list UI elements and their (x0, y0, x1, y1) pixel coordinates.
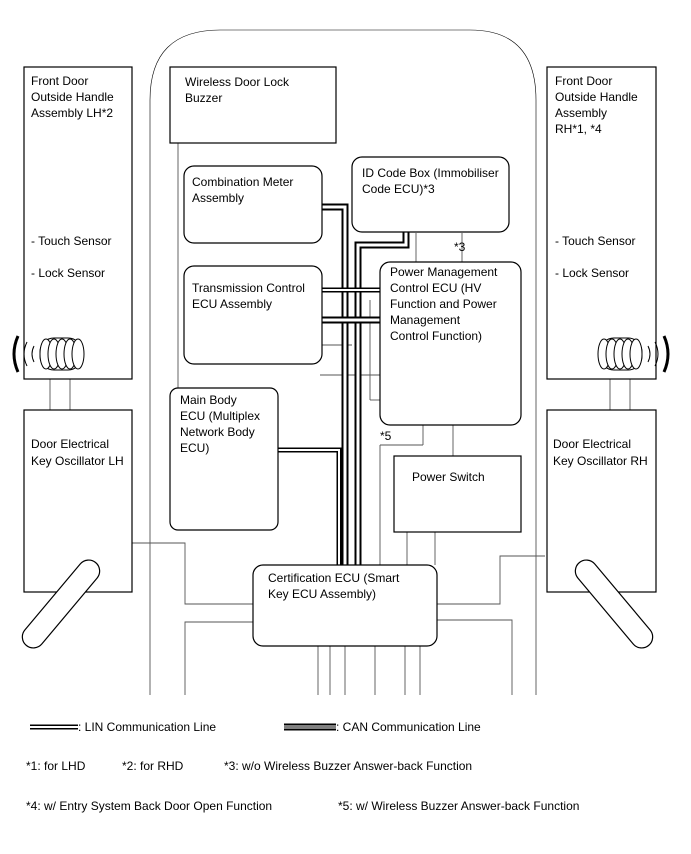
power-management-ecu: Power Management Control ECU (HV Functio… (379, 261, 522, 426)
lh-lock-sensor-label: - Lock Sensor (31, 266, 105, 280)
legend-can-label: : CAN Communication Line (336, 720, 481, 734)
power-switch: Power Switch (393, 455, 522, 533)
certification-ecu: Certification ECU (Smart Key ECU Assembl… (252, 564, 438, 647)
can-lines (322, 203, 410, 565)
osc-lh-line-1: Door Electrical (31, 437, 109, 451)
lh-touch-sensor-label: - Touch Sensor (31, 234, 112, 248)
wireless-door-lock-buzzer: Wireless Door Lock Buzzer (169, 66, 337, 144)
power-mgmt-line-2: Control ECU (HV (390, 281, 481, 295)
transmission-control-ecu: Transmission Control ECU Assembly (183, 265, 323, 365)
combination-meter: Combination Meter Assembly (183, 165, 323, 244)
certification-ecu-line-1: Certification ECU (Smart (268, 571, 400, 585)
front-door-rh-line-3: Assembly (555, 106, 607, 120)
power-mgmt-line-1: Power Management (390, 265, 498, 279)
door-handle-rh-icon (574, 559, 654, 649)
front-door-rh: Front Door Outside Handle Assembly RH*1,… (546, 66, 657, 380)
vehicle-outline (149, 29, 537, 695)
transmission-ecu-line-1: Transmission Control (192, 281, 305, 295)
antenna-lh-icon (12, 335, 85, 373)
osc-rh-line-2: Key Oscillator RH (553, 454, 648, 468)
main-body-ecu: Main Body ECU (Multiplex Network Body EC… (169, 387, 392, 531)
buzzer-line-1: Wireless Door Lock (185, 75, 290, 89)
buzzer-line-2: Buzzer (185, 91, 222, 105)
footnotes: *1: for LHD *2: for RHD *3: w/o Wireless… (26, 759, 579, 813)
note-3: *3: w/o Wireless Buzzer Answer-back Func… (224, 759, 472, 773)
power-mgmt-line-3: Function and Power (390, 297, 497, 311)
combination-meter-line-2: Assembly (192, 191, 244, 205)
front-door-rh-line-2: Outside Handle (555, 90, 638, 104)
note-1: *1: for LHD (26, 759, 86, 773)
id-code-box-line-1: ID Code Box (Immobiliser (362, 166, 499, 180)
main-body-line-2: ECU (Multiplex (180, 409, 260, 423)
front-door-lh-line-3: Assembly LH*2 (31, 106, 113, 120)
id-code-box-line-2: Code ECU)*3 (362, 182, 435, 196)
front-door-rh-line-4: RH*1, *4 (555, 122, 602, 136)
main-body-line-4: ECU) (180, 441, 209, 455)
osc-rh-line-1: Door Electrical (553, 437, 631, 451)
power-switch-label: Power Switch (412, 470, 485, 484)
key-oscillator-rh: Door Electrical Key Oscillator RH (546, 409, 657, 593)
note-5: *5: w/ Wireless Buzzer Answer-back Funct… (338, 799, 579, 813)
front-door-lh-line-2: Outside Handle (31, 90, 114, 104)
antenna-rh-icon (597, 335, 670, 373)
combination-meter-line-1: Combination Meter (192, 175, 293, 189)
note-2: *2: for RHD (122, 759, 184, 773)
lin-lines (278, 287, 382, 565)
rh-lock-sensor-label: - Lock Sensor (555, 266, 629, 280)
power-mgmt-line-5: Control Function) (390, 329, 482, 343)
id-code-box: ID Code Box (Immobiliser Code ECU)*3 *3 (351, 156, 510, 254)
key-oscillator-lh: Door Electrical Key Oscillator LH (23, 409, 133, 593)
main-body-note: *5 (380, 429, 392, 443)
note-4: *4: w/ Entry System Back Door Open Funct… (26, 799, 272, 813)
rh-touch-sensor-label: - Touch Sensor (555, 234, 636, 248)
main-body-line-1: Main Body (180, 393, 237, 407)
id-code-note: *3 (454, 240, 466, 254)
certification-ecu-line-2: Key ECU Assembly) (268, 587, 376, 601)
power-mgmt-line-4: Management (390, 313, 461, 327)
front-door-lh-line-1: Front Door (31, 74, 88, 88)
door-handle-lh-icon (21, 559, 101, 649)
front-door-rh-line-1: Front Door (555, 74, 612, 88)
transmission-ecu-line-2: ECU Assembly (192, 297, 272, 311)
main-body-line-3: Network Body (180, 425, 255, 439)
legend: : LIN Communication Line : CAN Communica… (30, 720, 481, 734)
legend-lin-label: : LIN Communication Line (78, 720, 216, 734)
front-door-lh: Front Door Outside Handle Assembly LH*2 … (23, 66, 133, 380)
osc-lh-line-2: Key Oscillator LH (31, 454, 124, 468)
